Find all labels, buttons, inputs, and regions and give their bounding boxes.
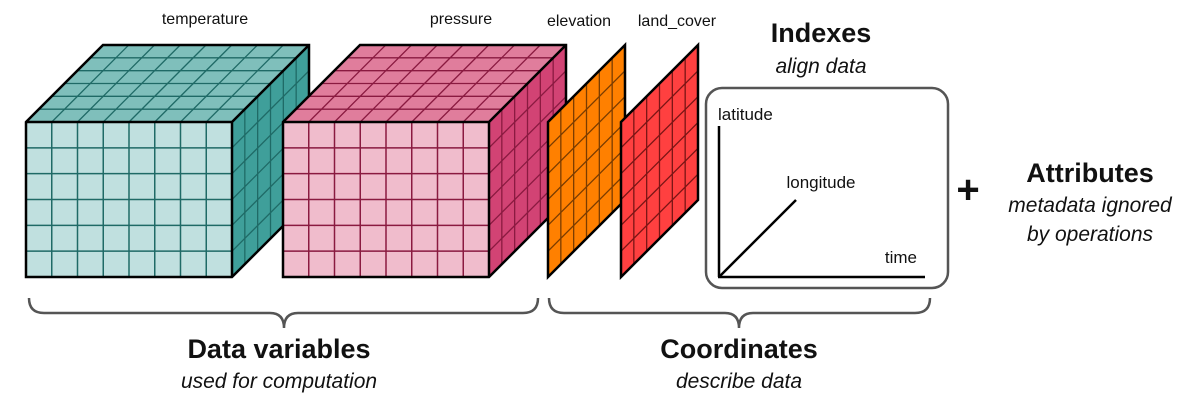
label-land-cover: land_cover <box>638 13 717 30</box>
cube-pressure-top-face <box>283 44 566 123</box>
cube-temperature <box>24 43 311 279</box>
axis-label-latitude: latitude <box>718 105 773 124</box>
longitude-axis <box>718 199 797 278</box>
coordinates-subtitle: describe data <box>676 370 802 393</box>
data-variable-cubes <box>24 43 568 279</box>
data-variables-subtitle: used for computation <box>181 370 377 393</box>
indexes-subtitle: align data <box>775 55 866 78</box>
cube-pressure-front-face <box>283 122 489 277</box>
label-temperature: temperature <box>162 11 248 28</box>
data-variables-brace <box>27 297 540 329</box>
indexes-box <box>704 86 950 290</box>
attributes-title: Attributes <box>1026 158 1154 188</box>
label-pressure: pressure <box>430 11 492 28</box>
indexes-title: Indexes <box>771 18 872 48</box>
plane-land-cover <box>619 41 700 281</box>
plus-icon: + <box>956 168 979 212</box>
coordinates-brace <box>547 297 932 329</box>
attributes-subtitle-line2: by operations <box>1027 223 1154 246</box>
cube-temperature-top-face <box>26 44 309 123</box>
cube-temperature-front-face <box>26 122 232 277</box>
axis-label-longitude: longitude <box>786 173 855 192</box>
coordinates-title: Coordinates <box>660 334 818 364</box>
axis-label-time: time <box>885 248 917 267</box>
coordinate-planes <box>546 41 700 281</box>
cube-pressure <box>281 43 568 279</box>
data-variables-title: Data variables <box>187 334 370 364</box>
attributes-subtitle-line1: metadata ignored <box>1008 194 1173 217</box>
label-elevation: elevation <box>547 13 611 30</box>
index-axes <box>717 126 925 279</box>
